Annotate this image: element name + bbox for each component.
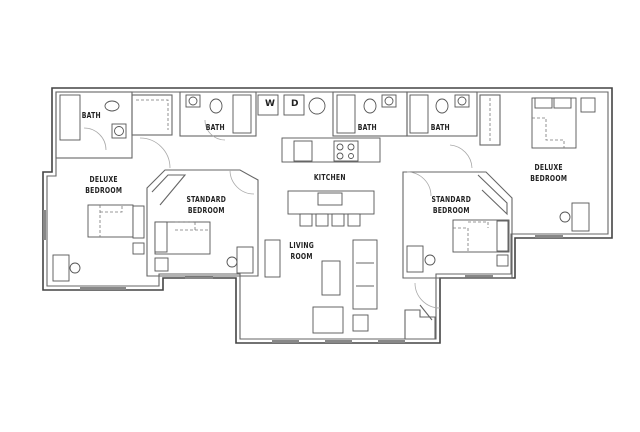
washer-icon (257, 94, 279, 116)
desk-icon (236, 246, 254, 274)
bathtub-icon (336, 94, 356, 134)
window (43, 210, 46, 240)
water-heater-icon (308, 97, 326, 115)
bed-blanket (99, 205, 123, 237)
sink-basin (384, 96, 394, 106)
room-label-bath-4: BATH (430, 123, 450, 132)
stool-icon (315, 213, 329, 227)
nightstand-icon (154, 257, 169, 272)
window (185, 276, 213, 279)
armchair-icon (312, 306, 344, 334)
room-label-bath-3: BATH (357, 123, 377, 132)
stool-icon (299, 213, 313, 227)
exterior-wall-inner (46, 91, 609, 340)
entry-door (419, 304, 433, 321)
window (378, 340, 405, 343)
refrigerator-icon (293, 140, 313, 162)
burner (336, 143, 344, 151)
bathtub-icon (232, 94, 252, 134)
bed-blanket (532, 117, 565, 148)
bed-blanket (453, 221, 489, 252)
entry-door-swing (414, 282, 441, 309)
chair-icon (559, 211, 571, 223)
entry-closet (404, 309, 436, 340)
bed-blanket (175, 221, 210, 231)
room-label-standard-bedroom-left: STANDARD BEDROOM (186, 195, 227, 215)
closet-angled (151, 174, 187, 206)
chair-icon (226, 256, 238, 268)
door-swing (83, 127, 107, 151)
sink-basin (114, 126, 124, 136)
window (272, 340, 299, 343)
window (325, 340, 352, 343)
stool-icon (347, 213, 361, 227)
bath-2-walls (179, 91, 257, 137)
sink-basin (457, 96, 467, 106)
door-swing (406, 171, 432, 197)
washer-label: W (265, 99, 275, 109)
door-swing (449, 144, 473, 169)
nightstand-icon (496, 220, 509, 252)
room-label-standard-bedroom-right: STANDARD BEDROOM (431, 195, 472, 215)
window (465, 275, 493, 278)
standard-bedroom-left-walls (146, 169, 259, 277)
sofa-icon (352, 239, 378, 310)
dryer-label: D (291, 99, 299, 109)
room-label-bath-2: BATH (205, 123, 225, 132)
coffee-table-icon (321, 260, 341, 296)
door-swing (139, 137, 171, 169)
bed-icon (87, 204, 134, 238)
stool-icon (331, 213, 345, 227)
burner (336, 152, 344, 160)
closet (131, 94, 173, 136)
burner (347, 143, 355, 151)
pillow (553, 97, 572, 109)
door-swing (229, 169, 255, 195)
room-label-bath-1: BATH (81, 111, 101, 120)
room-label-living-room: LIVING ROOM (289, 241, 315, 261)
nightstand-icon (496, 254, 509, 267)
bathtub-icon (409, 94, 429, 134)
desk-icon (571, 202, 590, 232)
toilet-icon (363, 98, 377, 114)
dryer-icon (283, 94, 305, 116)
desk-icon (406, 245, 424, 273)
closet-rod (136, 99, 169, 130)
tv-console-icon (264, 239, 281, 278)
room-label-kitchen: KITCHEN (313, 173, 346, 182)
standard-bedroom-right-walls (402, 171, 513, 279)
nightstand-icon (132, 205, 145, 239)
bath-4-walls (406, 91, 478, 137)
nightstand-icon (580, 97, 596, 113)
desk-icon (52, 254, 70, 282)
nightstand-icon (132, 242, 145, 255)
burner (348, 153, 354, 159)
room-label-deluxe-bedroom-left: DELUXE BEDROOM (85, 175, 123, 195)
side-table-icon (352, 314, 369, 332)
sofa-cushions (356, 262, 374, 287)
bathtub-icon (59, 94, 81, 141)
nightstand-icon (154, 221, 168, 253)
toilet-icon (435, 98, 449, 114)
chair-icon (424, 254, 436, 266)
pillow (534, 97, 553, 109)
toilet-icon (209, 98, 223, 114)
closet (479, 94, 501, 146)
door-swing (204, 119, 226, 141)
window (80, 287, 126, 290)
sink-basin (188, 96, 198, 106)
window (535, 235, 563, 238)
closet-angled (477, 174, 508, 216)
room-label-deluxe-bedroom-right: DELUXE BEDROOM (530, 163, 568, 183)
chair-icon (69, 262, 81, 274)
island-sink-icon (317, 192, 343, 206)
toilet-icon (104, 100, 120, 112)
